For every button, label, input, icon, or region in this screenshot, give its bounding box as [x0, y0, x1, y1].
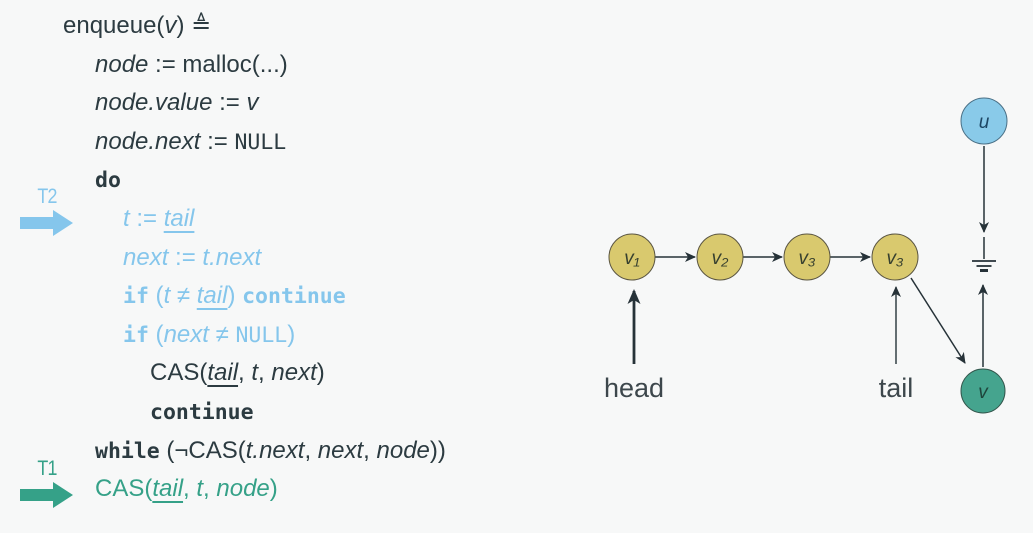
code-token: node.value — [95, 89, 213, 117]
code-line: node.value := v — [0, 84, 560, 123]
code-token: ≠ — [208, 320, 236, 348]
code-token: , — [258, 359, 272, 387]
code-line: while (¬CAS(t.next, next, node)) — [0, 432, 560, 471]
code-token: t — [196, 475, 204, 503]
code-token: tail — [207, 359, 239, 387]
head-label: head — [604, 373, 664, 403]
code-line: t := tail — [0, 200, 560, 239]
code-token: t.next — [245, 436, 305, 464]
queue-diagram: v₁ v₂ v₃ v₃ u v head tail — [604, 97, 1008, 414]
tail-label: tail — [879, 373, 914, 403]
code-token: next — [271, 359, 317, 387]
thread-t1-arrow-icon — [20, 482, 73, 508]
thread-t2-arrow-icon — [20, 210, 73, 236]
code-token: := — [200, 127, 235, 155]
code-token: continue — [150, 399, 254, 425]
code-token: if — [123, 284, 149, 310]
code-token: node — [95, 50, 149, 78]
code-line: node.next := NULL — [0, 123, 560, 162]
code-token: := — [148, 50, 183, 78]
code-token: , — [363, 436, 377, 464]
code-token: tail — [196, 282, 228, 310]
code-line: node := malloc(...) — [0, 46, 560, 85]
code-token: := — [212, 89, 247, 117]
thread-t2-label: T2 — [37, 185, 57, 208]
code-token: ≜ — [191, 12, 212, 39]
code-token: next — [317, 436, 364, 464]
code-line: enqueue(v) ≜ — [0, 7, 560, 46]
code-token: CAS( — [95, 475, 153, 503]
code-line: if (next ≠ NULL) — [0, 316, 560, 355]
list-nodes — [608, 97, 1008, 414]
node-v1-label: v₁ — [624, 248, 640, 269]
code-token: , — [238, 359, 252, 387]
code-token: t.next — [202, 243, 262, 271]
code-token: ) — [287, 320, 296, 348]
code-line: if (t ≠ tail) continue — [0, 277, 560, 316]
node-v3-label: v₃ — [798, 248, 816, 269]
node-v — [960, 368, 1006, 414]
thread-marker-t2: T2 — [20, 186, 74, 236]
code-token: ) — [176, 12, 192, 39]
null-ground-icon — [972, 237, 996, 272]
code-line: do — [0, 161, 560, 200]
code-token: v — [246, 89, 259, 117]
code-token: if — [123, 322, 149, 348]
code-token: do — [95, 168, 121, 194]
node-v-label: v — [978, 382, 989, 403]
node-v3b-label: v₃ — [886, 248, 904, 269]
code-token: node — [376, 436, 430, 464]
code-token: enqueue( — [63, 12, 165, 39]
code-line: CAS(tail, t, node) — [0, 470, 560, 509]
code-token: , — [183, 475, 197, 503]
node-v3b — [871, 233, 919, 281]
code-token: ( — [148, 282, 164, 310]
code-token: (¬CAS( — [159, 436, 246, 464]
code-token: := — [168, 243, 203, 271]
code-token: v — [164, 12, 177, 39]
code-token: tail — [152, 475, 184, 503]
code-token: t — [123, 204, 130, 232]
node-u — [960, 97, 1008, 145]
arrow-right-icon — [20, 210, 73, 236]
node-v2-label: v₂ — [712, 248, 730, 269]
code-token: ) — [269, 475, 278, 503]
code-token: malloc(...) — [182, 50, 288, 78]
code-line: CAS(tail, t, next) — [0, 354, 560, 393]
code-token: ≠ — [170, 282, 197, 310]
code-token: CAS( — [150, 359, 208, 387]
code-token: NULL — [235, 322, 288, 348]
next-arrow-v3b-v — [910, 277, 966, 364]
code-line: continue — [0, 393, 560, 432]
code-token: ) — [316, 359, 325, 387]
arrow-right-icon — [20, 482, 73, 508]
thread-marker-t1: T1 — [20, 458, 74, 508]
pseudocode-panel: enqueue(v) ≜node := malloc(...)node.valu… — [0, 7, 560, 509]
code-token: )) — [429, 436, 446, 464]
code-token: next — [123, 243, 169, 271]
code-token: ) — [227, 282, 243, 310]
code-line: next := t.next — [0, 239, 560, 278]
thread-t1-label: T1 — [37, 457, 57, 480]
node-u-label: u — [979, 112, 990, 133]
code-token: tail — [163, 204, 195, 232]
node-v2 — [696, 233, 744, 281]
code-token: , — [304, 436, 318, 464]
code-token: ( — [148, 320, 164, 348]
code-token: continue — [242, 284, 346, 310]
code-token: t — [251, 359, 259, 387]
code-token: node — [216, 475, 270, 503]
code-token: next — [163, 320, 209, 348]
code-token: while — [95, 438, 160, 464]
code-token: := — [129, 204, 164, 232]
code-token: NULL — [234, 129, 287, 155]
code-token: , — [203, 475, 217, 503]
code-token: t — [163, 282, 171, 310]
node-v3 — [783, 233, 831, 281]
code-token: node.next — [95, 127, 201, 155]
node-v1 — [608, 233, 656, 281]
code-block: enqueue(v) ≜node := malloc(...)node.valu… — [0, 7, 560, 509]
